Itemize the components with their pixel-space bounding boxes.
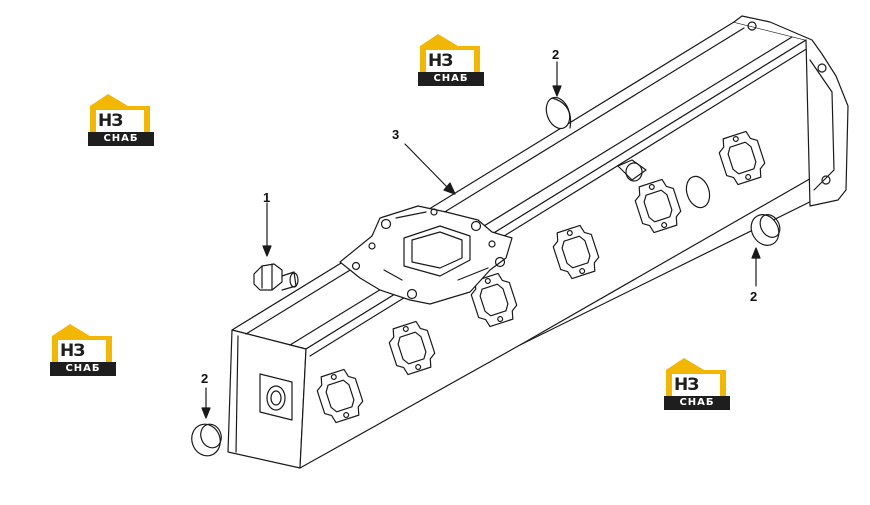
logo-mark-text: НЗ	[674, 375, 699, 395]
logo-house-icon	[52, 324, 112, 362]
turbo-gasket	[339, 205, 513, 305]
watermark-logo: НЗ СНАБ	[664, 356, 730, 416]
cap-plug	[750, 214, 781, 246]
exhaust-port	[634, 178, 682, 234]
exhaust-manifold-body	[227, 21, 835, 469]
exhaust-port	[718, 130, 766, 186]
exhaust-port	[470, 272, 518, 328]
callout-part-2: 2	[201, 371, 209, 386]
logo-brand-text: СНАБ	[88, 132, 154, 146]
logo-brand-text: СНАБ	[418, 72, 484, 86]
plug-fitting	[253, 263, 299, 291]
exhaust-port	[552, 224, 600, 280]
front-port	[259, 373, 293, 421]
exhaust-port	[388, 320, 436, 376]
logo-brand-text: СНАБ	[50, 362, 116, 376]
logo-mark-text: НЗ	[60, 341, 85, 361]
rear-flange	[733, 15, 849, 207]
leader-lines	[201, 61, 761, 419]
logo-mark-text: НЗ	[98, 111, 123, 131]
watermark-logo: НЗ СНАБ	[418, 32, 484, 92]
exhaust-ports	[316, 130, 766, 424]
logo-mark-text: НЗ	[428, 51, 453, 71]
logo-house-icon	[90, 94, 150, 132]
callout-part-2: 2	[750, 289, 758, 304]
watermark-logo: НЗ СНАБ	[50, 322, 116, 382]
watermark-logo: НЗ СНАБ	[88, 92, 154, 152]
top-tube	[617, 159, 647, 182]
callout-part-1: 1	[263, 190, 271, 205]
logo-house-icon	[666, 358, 726, 396]
callout-part-2: 2	[552, 47, 560, 62]
cap-plug	[545, 96, 572, 130]
logo-house-icon	[420, 34, 480, 72]
exhaust-port	[316, 368, 364, 424]
cap-plug	[191, 423, 222, 457]
callout-part-3: 3	[392, 127, 400, 142]
logo-brand-text: СНАБ	[664, 396, 730, 410]
